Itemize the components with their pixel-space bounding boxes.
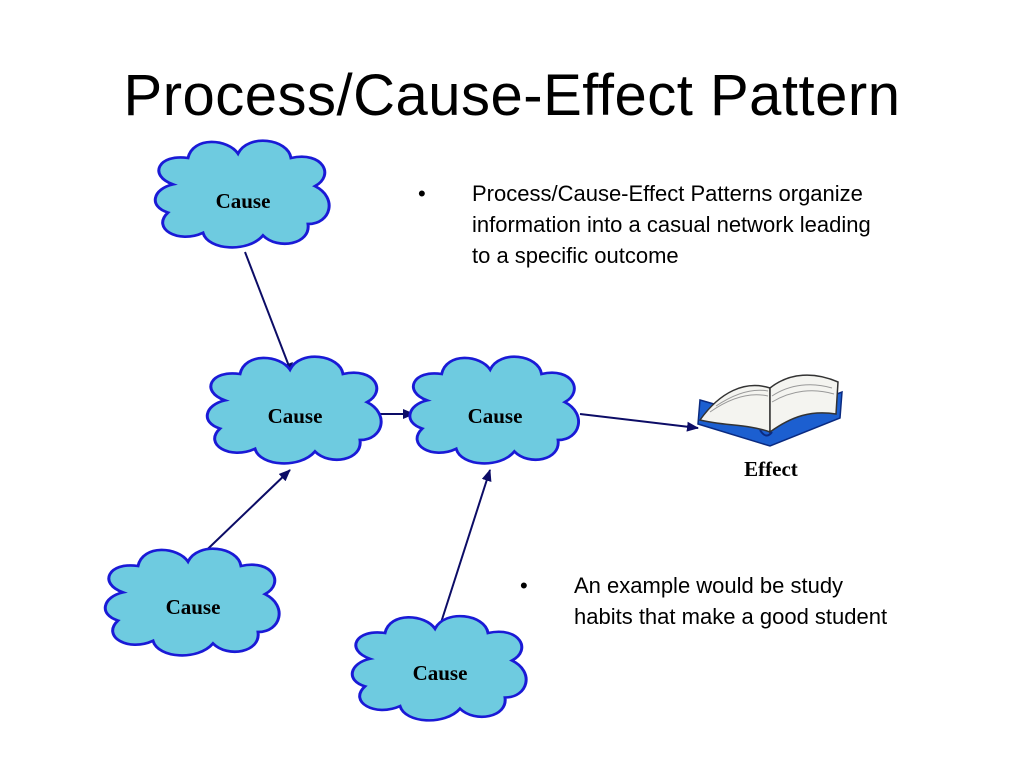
arrow-cause5-to-cause3 — [437, 469, 492, 633]
open-book-icon — [697, 374, 843, 447]
bullet-1-line-3: to a specific outcome — [472, 243, 679, 268]
arrow-cause1-to-cause2 — [244, 251, 293, 375]
cause-label-4: Cause — [166, 595, 221, 619]
bullet-symbol-2: • — [520, 573, 528, 598]
bullet-2-line-2: habits that make a good student — [574, 604, 888, 629]
bullet-1-line-1: Process/Cause-Effect Patterns organize — [472, 181, 863, 206]
slide-title: Process/Cause-Effect Pattern — [123, 63, 901, 128]
bullet-1-line-2: information into a casual network leadin… — [472, 212, 871, 237]
cause-label-1: Cause — [216, 189, 271, 213]
effect-label: Effect — [744, 457, 798, 481]
bullet-2-line-1: An example would be study — [574, 573, 844, 598]
cause-label-5: Cause — [413, 661, 468, 685]
cause-label-3: Cause — [468, 404, 523, 428]
arrow-cause3-to-effect — [579, 413, 699, 432]
cause-label-2: Cause — [268, 404, 323, 428]
bullet-symbol-1: • — [418, 181, 426, 206]
